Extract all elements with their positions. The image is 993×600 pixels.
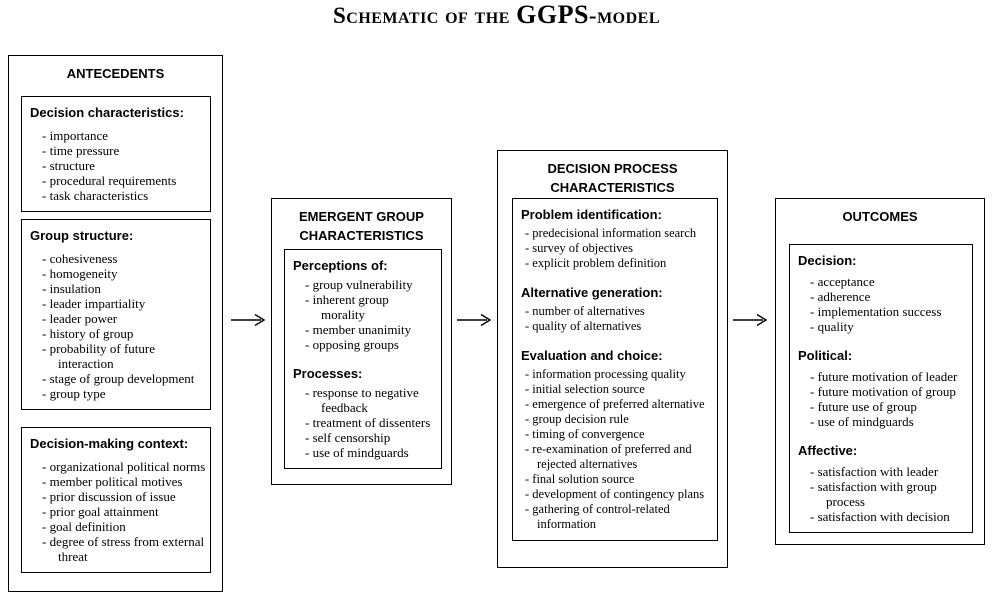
list-item: time pressure	[30, 143, 206, 158]
list-item: satisfaction with group process	[798, 479, 968, 509]
section-heading: Decision-making context:	[30, 436, 189, 451]
list-item: response to negative feedback	[293, 385, 433, 415]
box-process-header: DECISION PROCESS CHARACTERISTICS	[547, 161, 678, 195]
list-item: member political motives	[30, 474, 206, 489]
section-heading: Group structure:	[30, 228, 134, 243]
list-item: final solution source	[521, 472, 715, 487]
subbox-outcomes: Decision: acceptanceadherenceimplementat…	[789, 244, 973, 533]
section-heading: Decision characteristics:	[30, 105, 184, 120]
box-outcomes-header: OUTCOMES	[842, 209, 918, 224]
section-items: number of alternativesquality of alterna…	[521, 304, 715, 334]
title-emphasis: GGPS	[516, 0, 589, 29]
list-item: number of alternatives	[521, 304, 715, 319]
section-items: satisfaction with leadersatisfaction wit…	[798, 464, 968, 524]
box-antecedents-header: ANTECEDENTS	[66, 66, 165, 81]
subbox-decision-characteristics: Decision characteristics: importancetime…	[21, 96, 211, 212]
list-item: satisfaction with decision	[798, 509, 968, 524]
section-items: predecisional information searchsurvey o…	[521, 226, 715, 271]
section-heading: Affective:	[798, 443, 858, 458]
section-heading: Perceptions of:	[293, 258, 388, 273]
list-item: future use of group	[798, 399, 968, 414]
list-item: development of contingency plans	[521, 487, 715, 502]
list-item: group vulnerability	[293, 277, 433, 292]
flow-arrow-icon	[731, 312, 771, 328]
list-item: treatment of dissenters	[293, 415, 433, 430]
list-item: history of group	[30, 326, 206, 341]
section-items: group vulnerabilityinherent group morali…	[293, 277, 433, 352]
title-prefix: Schematic of the	[332, 3, 517, 28]
list-item: importance	[30, 128, 206, 143]
list-item: cohesiveness	[30, 251, 206, 266]
list-item: satisfaction with leader	[798, 464, 968, 479]
list-item: quality of alternatives	[521, 319, 715, 334]
list-item: inherent group morality	[293, 292, 433, 322]
list-item: survey of objectives	[521, 241, 715, 256]
list-item: implementation success	[798, 304, 968, 319]
list-item: group type	[30, 386, 206, 401]
list-item: goal definition	[30, 519, 206, 534]
section-items: information processing qualityinitial se…	[521, 367, 715, 532]
list-item: procedural requirements	[30, 173, 206, 188]
box-emergent-group-characteristics: EMERGENT GROUP CHARACTERISTICS Perceptio…	[271, 198, 452, 485]
list-item: explicit problem definition	[521, 256, 715, 271]
box-antecedents: ANTECEDENTS Decision characteristics: im…	[8, 55, 223, 592]
section-heading: Decision:	[798, 253, 857, 268]
section-heading: Political:	[798, 348, 853, 363]
list-item: adherence	[798, 289, 968, 304]
list-item: prior discussion of issue	[30, 489, 206, 504]
list-item: organizational political norms	[30, 459, 206, 474]
list-item: timing of convergence	[521, 427, 715, 442]
subbox-process: Problem identification: predecisional in…	[512, 198, 718, 541]
list-item: insulation	[30, 281, 206, 296]
title-suffix: -model	[588, 3, 661, 28]
list-item: future motivation of group	[798, 384, 968, 399]
flow-arrow-icon	[229, 312, 269, 328]
section-items: response to negative feedbacktreatment o…	[293, 385, 433, 460]
section-items: acceptanceadherenceimplementation succes…	[798, 274, 968, 334]
flow-arrow-icon	[455, 312, 495, 328]
box-outcomes: OUTCOMES Decision: acceptanceadherenceim…	[775, 198, 985, 545]
list-item: quality	[798, 319, 968, 334]
list-item: degree of stress from external threat	[30, 534, 206, 564]
list-item: task characteristics	[30, 188, 206, 203]
list-item: use of mindguards	[798, 414, 968, 429]
section-items: importancetime pressurestructureprocedur…	[30, 128, 206, 203]
list-item: leader impartiality	[30, 296, 206, 311]
list-item: information processing quality	[521, 367, 715, 382]
subbox-group-structure: Group structure: cohesivenesshomogeneity…	[21, 219, 211, 410]
section-items: future motivation of leaderfuture motiva…	[798, 369, 968, 429]
section-items: cohesivenesshomogeneityinsulationleader …	[30, 251, 206, 401]
list-item: use of mindguards	[293, 445, 433, 460]
list-item: re-examination of preferred and rejected…	[521, 442, 715, 472]
list-item: gathering of control-related information	[521, 502, 715, 532]
section-items: organizational political normsmember pol…	[30, 459, 206, 564]
list-item: self censorship	[293, 430, 433, 445]
list-item: group decision rule	[521, 412, 715, 427]
list-item: leader power	[30, 311, 206, 326]
section-heading: Evaluation and choice:	[521, 348, 663, 363]
list-item: stage of group development	[30, 371, 206, 386]
diagram-title: Schematic of the GGPS-model	[0, 0, 993, 31]
subbox-emergent: Perceptions of: group vulnerabilityinher…	[284, 249, 442, 469]
list-item: acceptance	[798, 274, 968, 289]
box-emergent-header: EMERGENT GROUP CHARACTERISTICS	[299, 209, 424, 243]
box-decision-process-characteristics: DECISION PROCESS CHARACTERISTICS Problem…	[497, 150, 728, 568]
section-heading: Processes:	[293, 366, 363, 381]
list-item: predecisional information search	[521, 226, 715, 241]
section-heading: Alternative generation:	[521, 285, 663, 300]
list-item: prior goal attainment	[30, 504, 206, 519]
section-heading: Problem identification:	[521, 207, 662, 222]
list-item: opposing groups	[293, 337, 433, 352]
list-item: initial selection source	[521, 382, 715, 397]
list-item: emergence of preferred alternative	[521, 397, 715, 412]
list-item: future motivation of leader	[798, 369, 968, 384]
list-item: probability of future interaction	[30, 341, 206, 371]
subbox-decision-making-context: Decision-making context: organizational …	[21, 427, 211, 573]
list-item: homogeneity	[30, 266, 206, 281]
list-item: member unanimity	[293, 322, 433, 337]
list-item: structure	[30, 158, 206, 173]
